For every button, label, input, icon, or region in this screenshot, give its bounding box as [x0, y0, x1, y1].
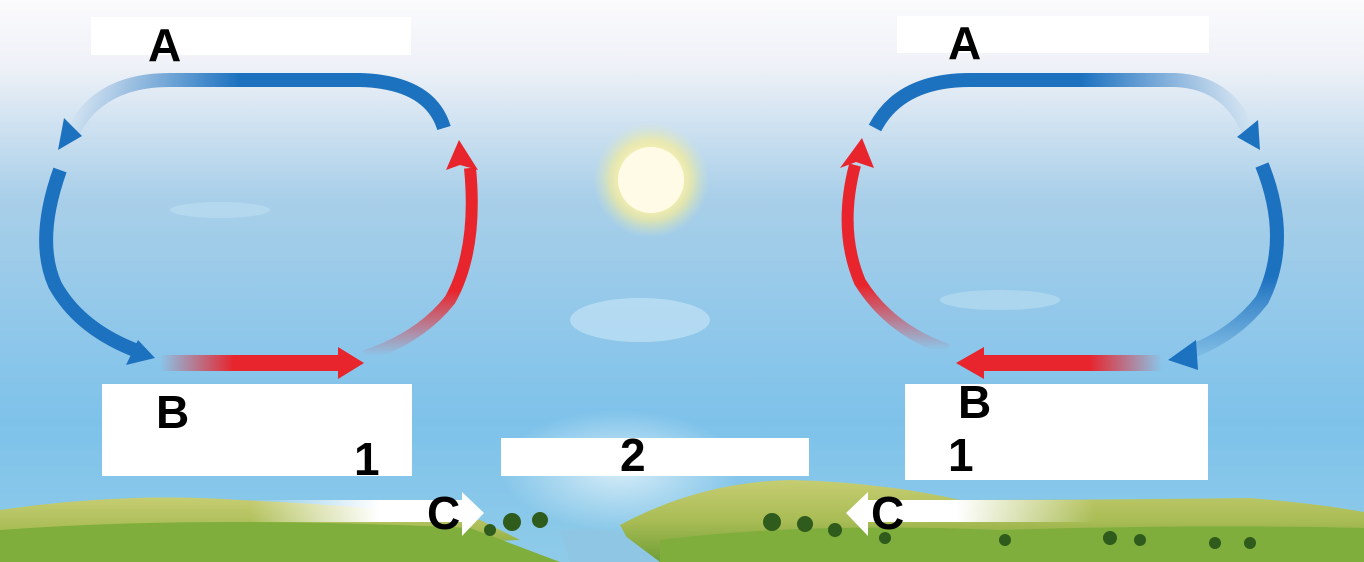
cloud-icon — [170, 202, 1060, 342]
right-label-a: A — [948, 17, 982, 69]
right-bottom-answer-box[interactable] — [905, 384, 1208, 480]
right-label-c: C — [871, 487, 905, 539]
right-top-cool-arrow — [868, 73, 1257, 138]
left-label-1: 1 — [354, 433, 380, 485]
left-warm-rising-arrow — [363, 167, 478, 362]
left-bottom-answer-box[interactable] — [102, 384, 412, 476]
left-surface-warm-arrow — [160, 355, 345, 371]
left-top-answer-box[interactable] — [91, 17, 411, 55]
left-circulation-cell — [39, 73, 478, 379]
left-label-c: C — [427, 487, 461, 539]
left-top-cool-arrow — [63, 73, 451, 141]
left-label-a: A — [148, 19, 182, 71]
right-warm-rising-arrow — [841, 163, 950, 356]
right-surface-warm-arrow — [980, 355, 1162, 371]
left-sinking-cool-arrow — [39, 167, 143, 359]
right-circulation-cell — [840, 73, 1284, 379]
center-label-2: 2 — [620, 429, 646, 481]
right-top-answer-box[interactable] — [897, 16, 1209, 53]
left-label-b: B — [156, 386, 190, 438]
river — [560, 529, 660, 562]
wind-arrow-icon — [250, 492, 1095, 536]
center-answer-box[interactable] — [501, 438, 809, 476]
tree-icon — [484, 512, 1256, 549]
right-label-b: B — [958, 376, 992, 428]
right-label-1: 1 — [948, 429, 974, 481]
sun-icon — [593, 122, 709, 238]
right-sinking-cool-arrow — [1187, 162, 1284, 359]
